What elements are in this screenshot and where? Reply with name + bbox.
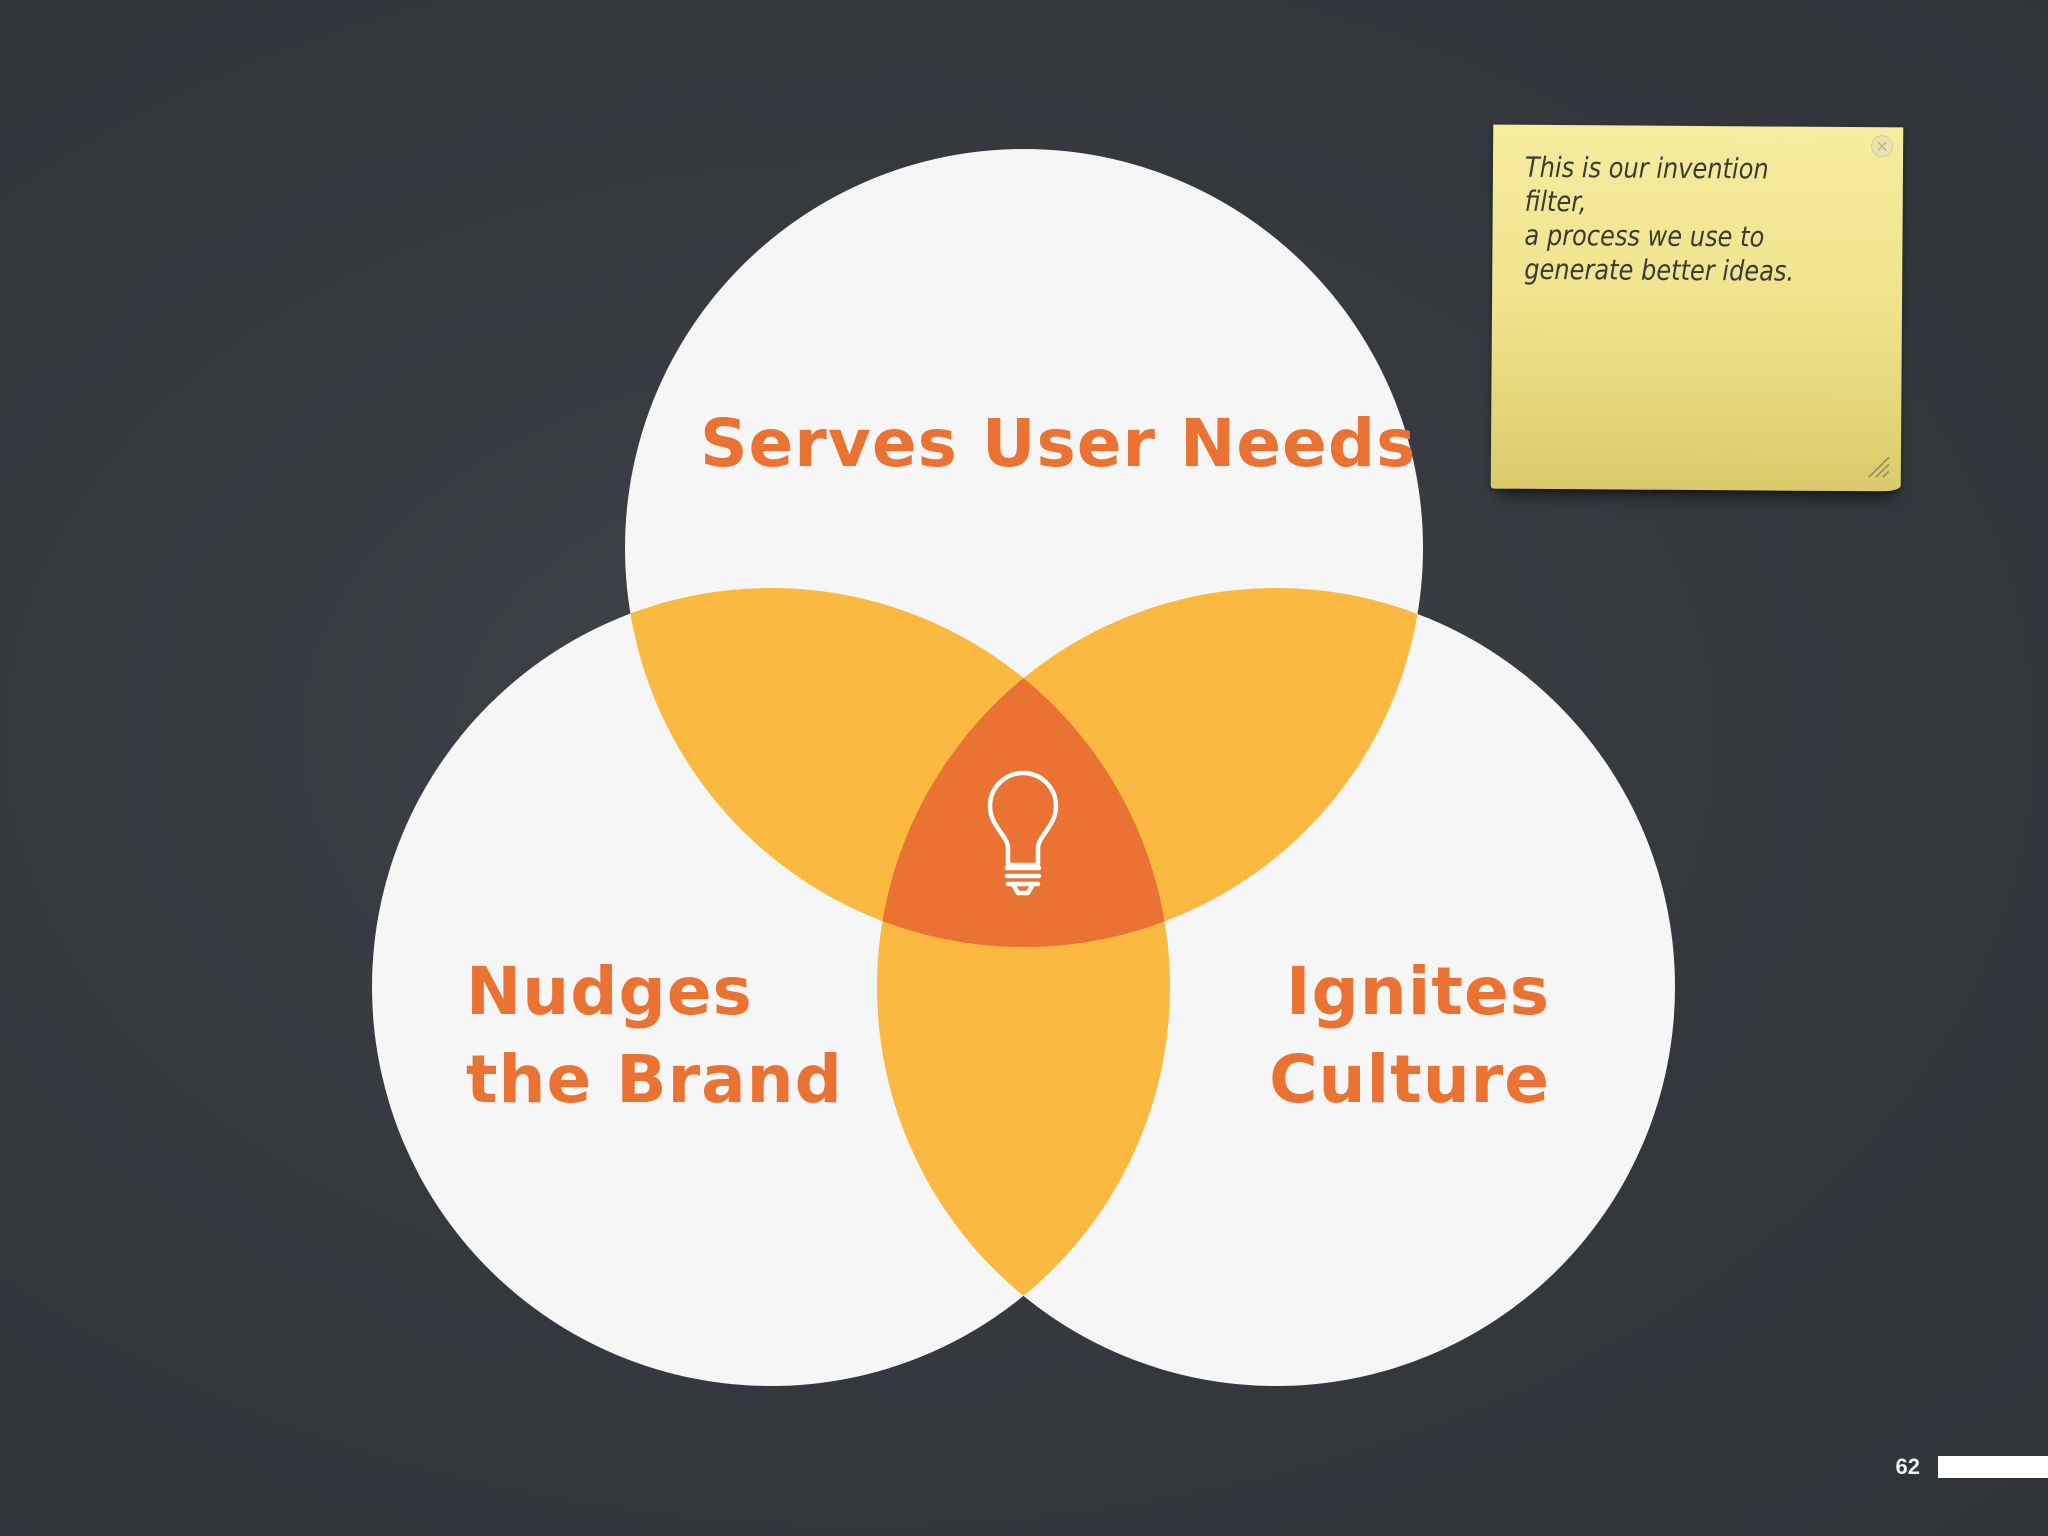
venn-label-nudges-the-brand: Nudges the Brand <box>466 948 843 1124</box>
venn-label-line: Ignites <box>1285 953 1550 1030</box>
lightbulb-icon <box>987 770 1059 896</box>
sticky-note-text[interactable]: This is our invention filter, a process … <box>1524 151 1835 289</box>
venn-label-ignites-culture: Ignites Culture <box>1250 948 1550 1124</box>
venn-label-line: Serves User Needs <box>700 405 1417 482</box>
sticky-note-line: This is our invention filter, <box>1524 150 1769 219</box>
sticky-note-line: generate better ideas. <box>1524 252 1795 288</box>
venn-label-line: the Brand <box>466 1041 843 1118</box>
sticky-note-line: a process we use to <box>1524 218 1765 254</box>
page-number: 62 <box>1895 1454 1920 1479</box>
venn-label-serves-user-needs: Serves User Needs <box>700 400 1417 488</box>
close-icon[interactable]: × <box>1871 135 1894 158</box>
sticky-note[interactable]: × This is our invention filter, a proces… <box>1490 124 1904 492</box>
venn-label-line: Nudges <box>466 953 753 1030</box>
venn-label-line: Culture <box>1269 1041 1550 1118</box>
page-indicator-bar <box>1938 1456 2048 1478</box>
venn-overlap-center <box>877 588 1170 947</box>
resize-handle-icon[interactable] <box>1865 453 1891 479</box>
